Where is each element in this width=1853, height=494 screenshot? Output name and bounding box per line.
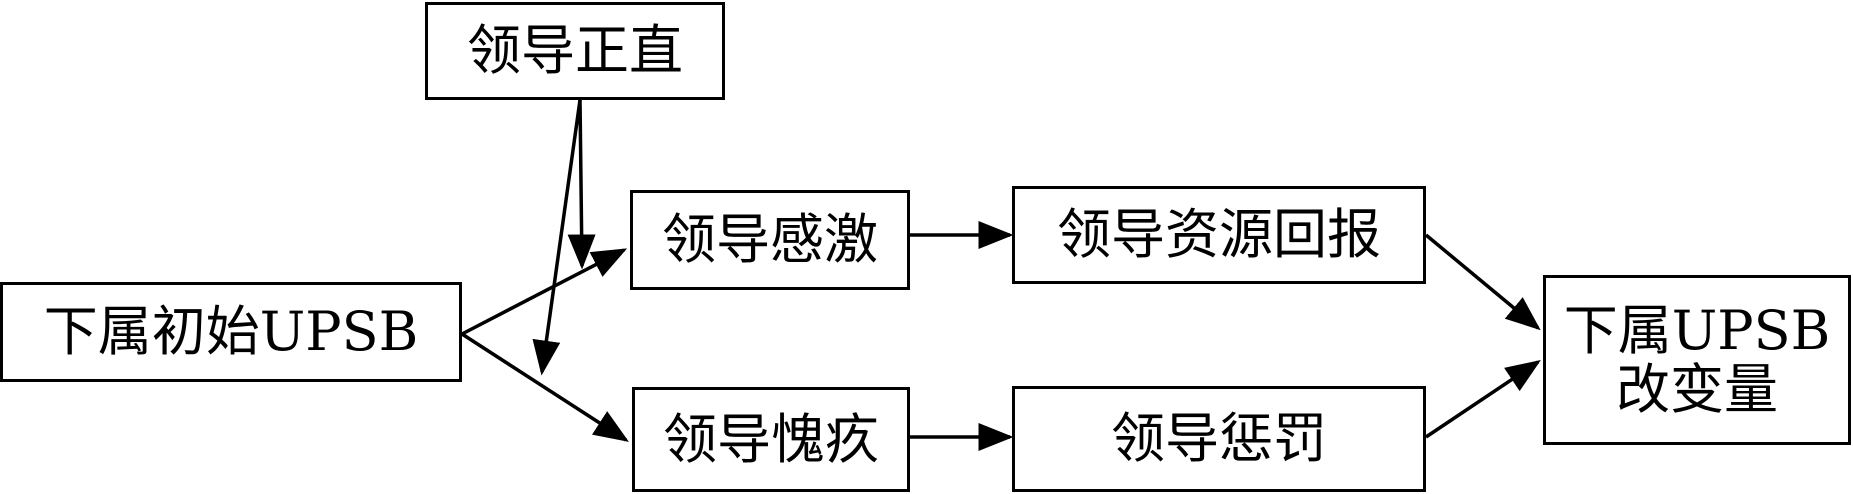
node-leader-integrity: 领导正直 (425, 2, 725, 100)
node-subordinate-upsb-change-line1: 下属UPSB (1563, 298, 1831, 362)
node-leader-integrity-label: 领导正直 (467, 19, 683, 83)
node-leader-punishment-label: 领导惩罚 (1111, 407, 1327, 471)
node-subordinate-initial-upsb-label: 下属初始UPSB (43, 300, 419, 364)
node-leader-guilt: 领导愧疚 (632, 387, 910, 492)
arrow-integrity-to-guilt-path (532, 99, 582, 376)
arrow-initial-to-gratitude (461, 248, 628, 336)
arrow-reward-to-outcome (1424, 233, 1541, 331)
node-leader-resource-reward-label: 领导资源回报 (1057, 203, 1381, 267)
node-leader-gratitude-label: 领导感激 (662, 208, 878, 272)
arrow-initial-to-guilt (461, 332, 629, 442)
node-subordinate-upsb-change-text: 下属UPSB 改变量 (1563, 298, 1831, 421)
arrow-punishment-to-outcome (1425, 360, 1541, 439)
arrow-integrity-to-gratitude-path (567, 99, 596, 270)
node-subordinate-upsb-change-line2: 改变量 (1616, 358, 1778, 421)
node-leader-punishment: 领导惩罚 (1012, 386, 1426, 492)
node-leader-resource-reward: 领导资源回报 (1012, 186, 1426, 284)
node-subordinate-upsb-change: 下属UPSB 改变量 (1543, 275, 1851, 445)
node-leader-gratitude: 领导感激 (630, 190, 910, 290)
node-subordinate-initial-upsb: 下属初始UPSB (0, 282, 462, 382)
node-leader-guilt-label: 领导愧疚 (663, 407, 879, 471)
